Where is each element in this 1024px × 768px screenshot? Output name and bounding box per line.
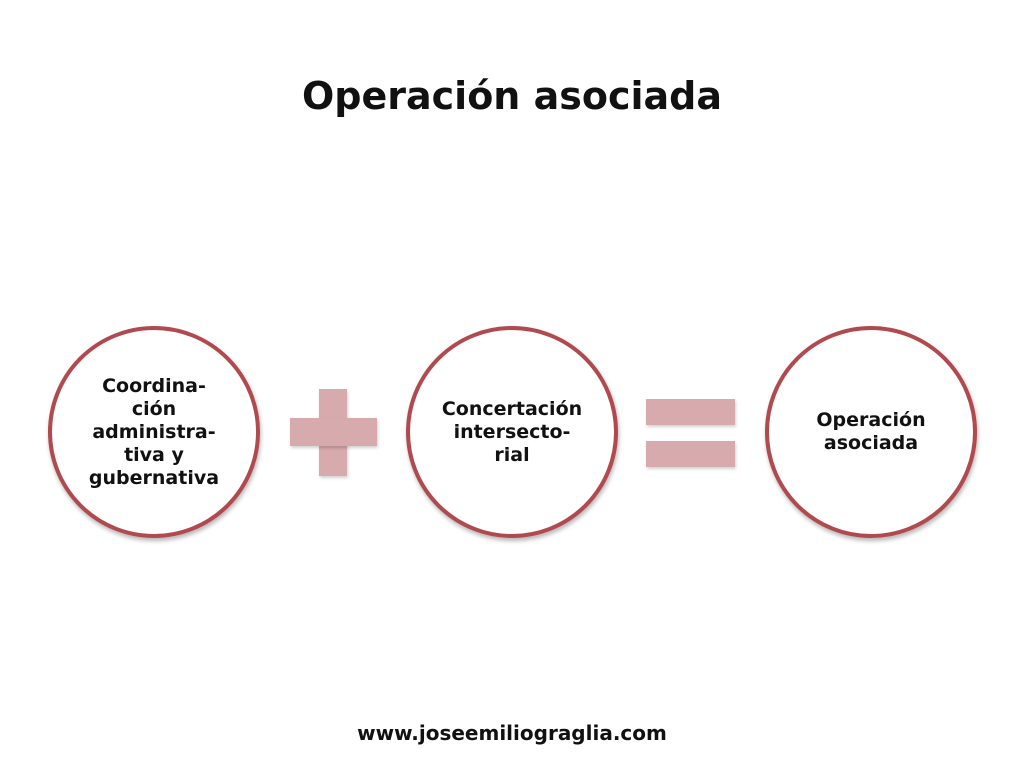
footer-url: www.joseemiliograglia.com: [357, 721, 667, 745]
circle-label: Coordina- ción administra- tiva y gubern…: [88, 374, 220, 489]
equals-bottom-bar: [646, 441, 735, 467]
equals-top-bar: [646, 399, 735, 425]
slide-title: Operación asociada: [301, 74, 722, 118]
circle-label: Concertación intersecto- rial: [441, 397, 583, 466]
circle-concertacion: Concertación intersecto- rial: [406, 326, 618, 538]
plus-horizontal-bar: [290, 418, 377, 446]
circle-coordinacion: Coordina- ción administra- tiva y gubern…: [48, 326, 260, 538]
circle-operacion-asociada: Operación asociada: [765, 326, 977, 538]
circle-label: Operación asociada: [816, 409, 926, 454]
